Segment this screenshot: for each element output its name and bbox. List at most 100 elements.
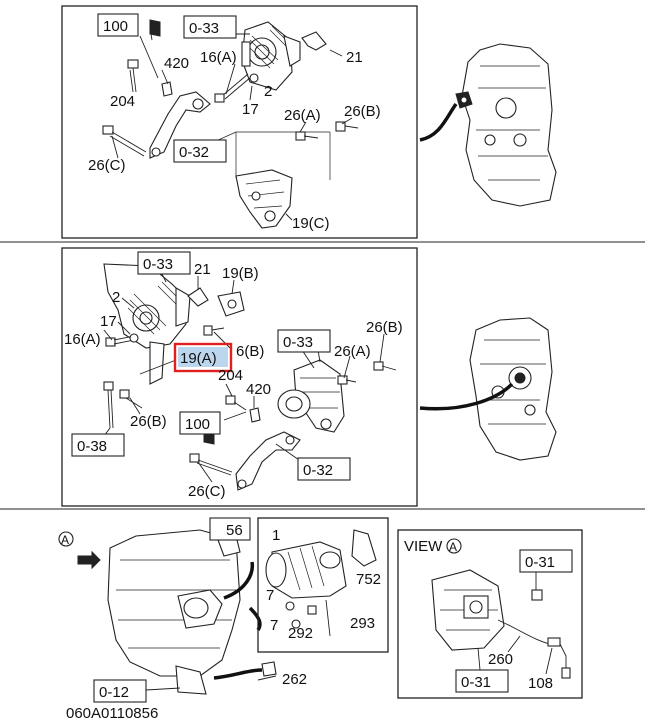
leader-262 <box>257 675 277 681</box>
bracket-0-33-middle <box>277 359 345 433</box>
ref-box-0-31-top[interactable]: 0-31 <box>519 549 573 573</box>
label-26b-middle-right: 26(B) <box>366 319 403 336</box>
engine-sketch-bottom <box>107 529 241 695</box>
svg-text:0-12: 0-12 <box>99 684 129 701</box>
bracket-21-top <box>301 31 327 51</box>
leader-0-12 <box>145 687 181 691</box>
label-16a-middle: 16(A) <box>64 331 101 348</box>
view-a-frame <box>397 529 583 699</box>
ref-box-56[interactable]: 56 <box>209 517 251 541</box>
engine-sketch-top <box>455 43 557 207</box>
label-16a-top: 16(A) <box>200 49 237 66</box>
ref-box-0-33-middle-left[interactable]: 0-33 <box>137 251 191 275</box>
pointer-line-middle <box>419 382 514 411</box>
bolt-26a-top <box>295 131 319 141</box>
pointer-line-262 <box>213 668 263 680</box>
starter-motor <box>265 541 347 599</box>
label-204-middle: 204 <box>218 367 243 384</box>
leader-108 <box>545 647 553 675</box>
svg-text:0-32: 0-32 <box>179 144 209 161</box>
svg-text:A: A <box>61 533 69 547</box>
highlight-fill <box>178 347 228 367</box>
clip-420-middle <box>249 407 261 423</box>
svg-text:100: 100 <box>103 18 128 35</box>
label-21-middle: 21 <box>194 261 211 278</box>
ref-box-100-top[interactable]: 100 <box>97 13 139 37</box>
label-17-middle: 17 <box>100 313 117 330</box>
ref-box-0-32-middle[interactable]: 0-32 <box>297 457 351 481</box>
view-a-sensor-assembly <box>431 569 571 679</box>
label-21-top: 21 <box>346 49 363 66</box>
pointer-line-top <box>419 102 458 142</box>
gasket-752 <box>351 529 377 567</box>
alternator-middle <box>103 263 191 385</box>
label-260: 260 <box>488 651 513 668</box>
label-19b-middle: 19(B) <box>222 265 259 282</box>
svg-text:100: 100 <box>185 416 210 433</box>
svg-text:0-33: 0-33 <box>283 334 313 351</box>
bolt-26c-middle <box>189 453 233 476</box>
label-420-middle: 420 <box>246 381 271 398</box>
clip-100-top <box>149 19 161 37</box>
bolt-204-top <box>127 59 139 93</box>
ref-box-100-middle[interactable]: 100 <box>179 411 221 435</box>
ref-box-0-31-bottom[interactable]: 0-31 <box>455 669 509 693</box>
highlight-box <box>173 342 233 373</box>
nut-7b <box>291 619 301 629</box>
nut-7a <box>285 601 295 611</box>
ref-box-0-12[interactable]: 0-12 <box>93 679 147 703</box>
adjusting-arm-middle <box>235 431 301 491</box>
leaders-middle <box>103 269 385 483</box>
highlighted-part-19a[interactable]: 19(A) <box>173 342 233 373</box>
label-19c-top: 19(C) <box>292 215 330 232</box>
label-204-top: 204 <box>110 93 135 110</box>
stud-293 <box>325 599 331 637</box>
label-26a-middle: 26(A) <box>334 343 371 360</box>
svg-text:0-33: 0-33 <box>189 20 219 37</box>
washer-17-top <box>249 73 259 83</box>
label-293: 293 <box>350 615 375 632</box>
svg-text:56: 56 <box>226 522 243 539</box>
label-292: 292 <box>288 625 313 642</box>
bolt-26b-middle-left <box>119 389 143 409</box>
label-108: 108 <box>528 675 553 692</box>
label-752: 752 <box>356 571 381 588</box>
label-26b-middle-left: 26(B) <box>130 413 167 430</box>
label-26c-middle: 26(C) <box>188 483 226 500</box>
label-2-middle: 2 <box>112 289 120 306</box>
bolt-204-middle <box>225 395 247 411</box>
bolt-26a-middle <box>337 375 357 385</box>
svg-text:0-38: 0-38 <box>77 438 107 455</box>
leader-0-31-bottom <box>477 647 481 671</box>
svg-text:0-33: 0-33 <box>143 256 173 273</box>
bolt-16a-top <box>214 73 252 103</box>
bracket-19c <box>235 169 293 229</box>
label-19a: 19(A) <box>180 350 217 367</box>
label-262: 262 <box>282 671 307 688</box>
ref-box-0-33-top[interactable]: 0-33 <box>183 15 237 39</box>
leaders-top <box>111 27 353 221</box>
ref-box-0-33-middle-right[interactable]: 0-33 <box>277 329 331 353</box>
ref-box-0-38-middle[interactable]: 0-38 <box>71 433 125 457</box>
label-6b-middle: 6(B) <box>236 343 264 360</box>
view-a-marker: A <box>58 531 74 547</box>
clip-420-top <box>161 81 173 97</box>
bolt-6b-middle <box>203 325 225 336</box>
label-420-top: 420 <box>164 55 189 72</box>
label-26b-top: 26(B) <box>344 103 381 120</box>
label-17-top: 17 <box>242 101 259 118</box>
bracket-21-middle <box>187 287 209 307</box>
starter-inset-frame <box>257 517 389 653</box>
svg-text:A: A <box>449 540 457 554</box>
svg-text:0-31: 0-31 <box>525 554 555 571</box>
ref-box-0-32-top[interactable]: 0-32 <box>173 139 227 163</box>
view-arrow <box>77 550 101 570</box>
svg-text:0-32: 0-32 <box>303 462 333 479</box>
bolt-26b-top <box>335 121 359 132</box>
bolt-26b-middle-right <box>373 361 397 371</box>
middle-panel-frame <box>61 247 418 507</box>
clip-262 <box>261 661 277 677</box>
label-26a-top: 26(A) <box>284 107 321 124</box>
svg-text:VIEW: VIEW <box>404 538 443 555</box>
